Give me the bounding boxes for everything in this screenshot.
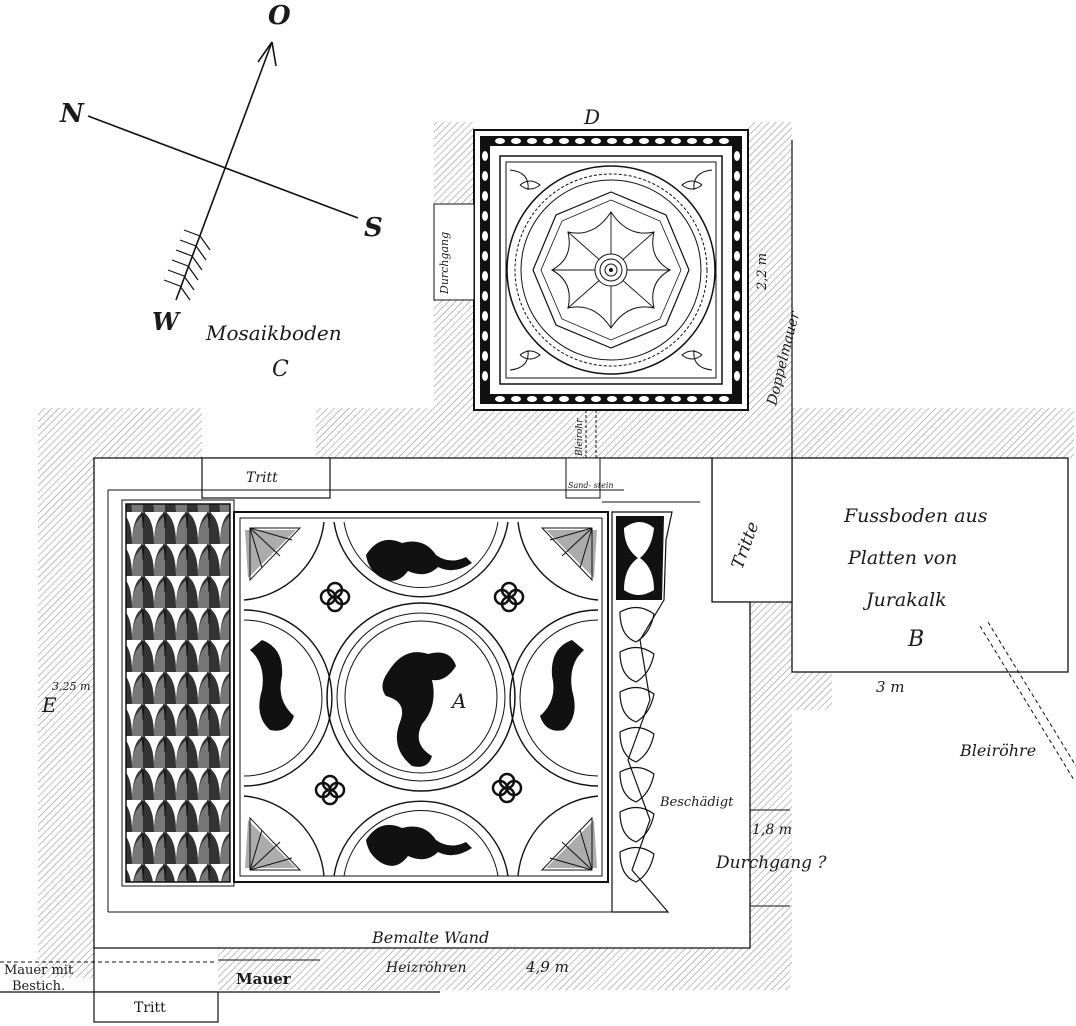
fussboden-line3: Jurakalk: [862, 589, 947, 611]
fussboden-line2: Platten von: [847, 547, 957, 569]
room-a-label: A: [450, 689, 466, 713]
room-b-label: B: [907, 627, 924, 652]
dim-passage-label: 1,8 m: [752, 822, 792, 838]
dim-e-label: 3,25 m: [52, 680, 90, 693]
tritt-bottom-label: Tritt: [134, 1000, 166, 1016]
bleiroehre-pipe: [979, 621, 1076, 781]
tritt-top-label: Tritt: [246, 470, 278, 486]
mosaic-a: [233, 511, 609, 883]
heizroehren-label: Heizröhren: [385, 960, 466, 976]
mosaikboden-label: Mosaikboden: [205, 321, 342, 345]
lead-pipe-channel: [585, 410, 597, 462]
compass-rose: [87, 41, 359, 301]
bemalte-wand-label: Bemalte Wand: [371, 928, 489, 947]
durchgang-q-label: Durchgang ?: [715, 853, 827, 873]
mauer-mit-label: Mauer mit: [4, 963, 74, 978]
bestich-label: Bestich.: [12, 979, 65, 994]
compass-north-label: N: [59, 99, 85, 129]
dim-b-label: 3 m: [876, 678, 905, 696]
dim-d-label: 2,2 m: [755, 253, 770, 291]
sandstein-label: Sand- stein: [568, 481, 614, 490]
durchgang-top-opening: [433, 203, 475, 301]
durchgang-top-label: Durchgang: [438, 232, 451, 295]
scale-panel: [125, 503, 231, 883]
damaged-border: [611, 511, 673, 913]
room-c-label: C: [272, 357, 289, 382]
bleirohr-small-label: Bleirohr: [575, 418, 585, 457]
compass-east-label: O: [268, 1, 291, 31]
tritte-step: [711, 457, 793, 603]
fussboden-line1: Fussboden aus: [843, 505, 988, 527]
mauer-label: Mauer: [236, 970, 292, 988]
compass-south-label: S: [364, 213, 383, 243]
compass-west-label: W: [152, 307, 181, 336]
room-d-mosaic: [473, 129, 749, 411]
beschaedigt-label: Beschädigt: [659, 795, 734, 810]
room-b: [791, 457, 1069, 673]
dim-a-label: 4,9 m: [525, 958, 569, 976]
walls: [38, 122, 1074, 990]
room-d-label: D: [583, 105, 600, 129]
lower-walls: [0, 948, 440, 1023]
bleiroehre-label: Bleiröhre: [959, 741, 1036, 760]
room-e-label: E: [41, 693, 57, 717]
